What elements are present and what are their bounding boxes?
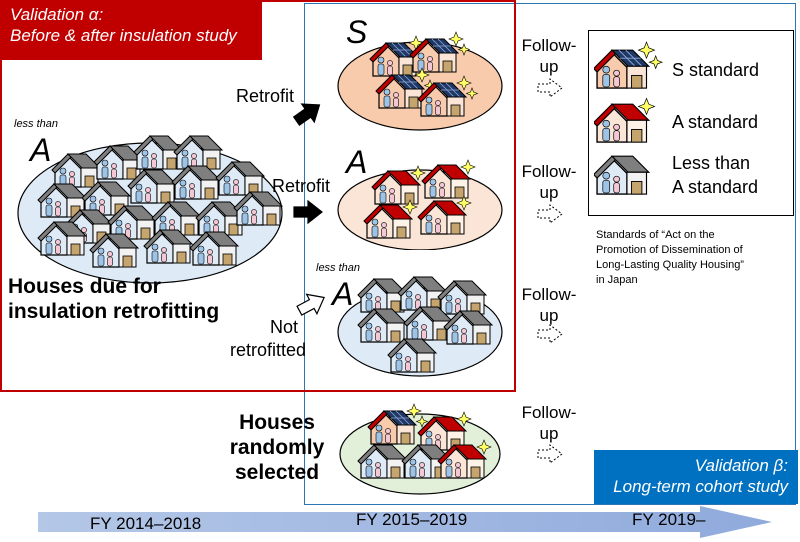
random-caption-line1: Houses	[239, 411, 315, 434]
legend-a-label: A standard	[672, 112, 759, 132]
less-than-grade-letter: A	[332, 276, 354, 312]
random-caption-line3: selected	[234, 461, 320, 484]
validation-alpha-title: Validation α:	[10, 5, 104, 24]
house-icon	[357, 278, 407, 313]
a-house-group	[337, 159, 503, 250]
validation-alpha-label: Validation α: Before & after insulation …	[0, 0, 262, 60]
followup-3-arrow	[537, 324, 563, 344]
less-than-a-house-group	[337, 276, 503, 377]
followup-2-arrow	[537, 204, 563, 224]
followup-1: Follow- up	[521, 36, 577, 76]
followup-2: Follow- up	[521, 162, 577, 202]
left-house-group	[17, 135, 283, 284]
legend-a-icon	[594, 97, 656, 143]
legend-plain-icon	[594, 155, 650, 195]
timeline-period-3: FY 2019–	[632, 510, 706, 529]
random-caption: Houses randomly selected	[226, 410, 328, 485]
followup-3: Follow- up	[521, 285, 577, 325]
validation-beta-frame	[304, 3, 796, 505]
legend-less-label-line2: A standard	[672, 177, 759, 197]
a-grade-letter: A	[346, 144, 368, 180]
validation-beta-subtitle: Long-term cohort study	[613, 477, 788, 496]
left-caption-line2: insulation retrofitting	[8, 300, 220, 323]
validation-beta-label: Validation β: Long-term cohort study	[594, 450, 798, 504]
s-grade-letter: S	[346, 14, 368, 50]
legend-icons	[594, 41, 663, 195]
house-icon	[437, 280, 487, 315]
retrofit-a-label: Retrofit	[272, 176, 331, 196]
less-than-prefix: less than	[316, 262, 361, 274]
a-house-icon	[371, 165, 426, 205]
left-grade-letter: A	[30, 132, 52, 168]
followup-1-arrow	[537, 78, 563, 98]
left-grade-prefix: less than	[14, 118, 59, 130]
standards-note: Standards of “Act on the Promotion of Di…	[596, 229, 744, 286]
house-icon	[397, 276, 447, 311]
retrofit-s-label: Retrofit	[236, 86, 295, 106]
followup-4-arrow	[537, 444, 563, 464]
timeline-period-1: FY 2014–2018	[90, 514, 202, 533]
house-icon	[173, 135, 223, 170]
not-retrofitted-line1: Not	[270, 317, 299, 337]
validation-alpha-subtitle: Before & after insulation study	[10, 26, 237, 45]
followup-4: Follow- up	[521, 403, 577, 443]
not-retrofitted-line2: retrofitted	[230, 340, 307, 360]
timeline-period-2: FY 2015–2019	[356, 510, 468, 529]
timeline-arrow	[38, 506, 772, 538]
a-house-icon	[421, 159, 476, 199]
legend-s-label: S standard	[672, 60, 760, 80]
legend-s-icon	[594, 41, 663, 89]
legend-less-label-line1: Less than	[672, 153, 751, 173]
random-caption-line2: randomly	[229, 436, 325, 459]
left-caption-line1: Houses due for	[8, 275, 161, 298]
random-house-group	[339, 403, 501, 495]
retrofit-s-arrow	[290, 96, 327, 130]
retrofit-a-arrow	[293, 200, 323, 224]
s-house-group	[337, 31, 503, 131]
validation-beta-title: Validation β:	[694, 456, 788, 475]
